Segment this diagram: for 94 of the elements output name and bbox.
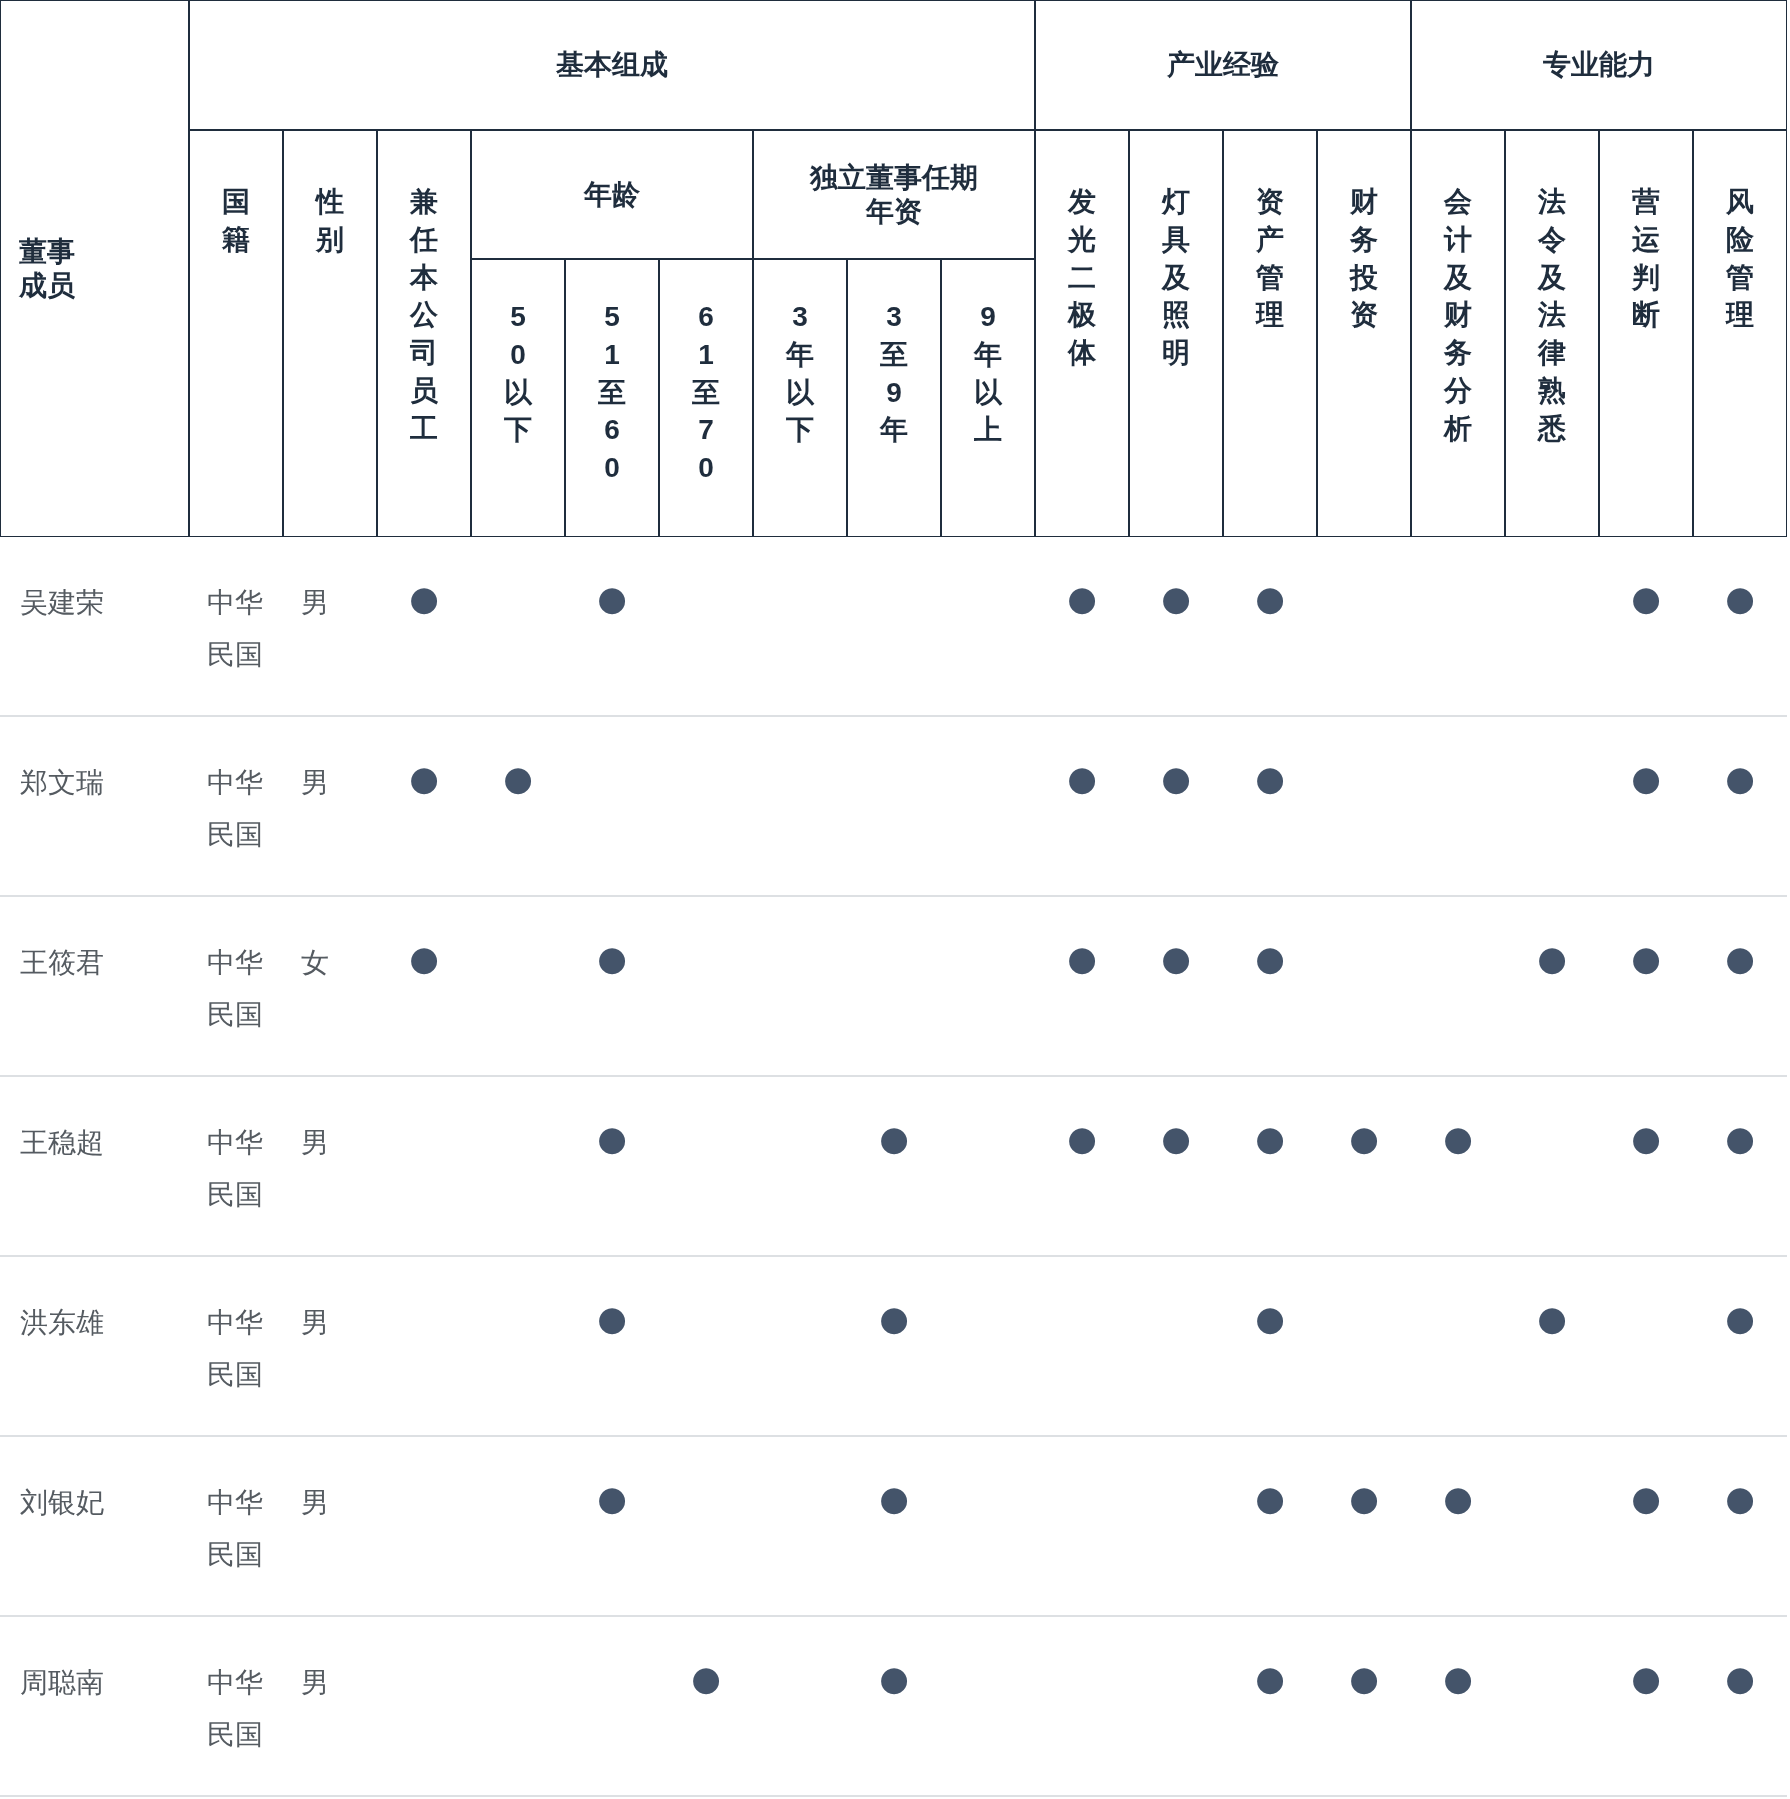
filled-dot: ● (1725, 1121, 1755, 1155)
filled-dot: ● (879, 1301, 909, 1335)
filled-dot: ● (1443, 1661, 1473, 1695)
column-header: 年龄 (584, 177, 640, 212)
filled-dot: ● (1161, 761, 1191, 795)
table-cell-text: 男 (301, 1306, 330, 1340)
column-header: 资产管理 (1256, 185, 1284, 333)
member-name: 王稳超 (20, 1126, 105, 1160)
column-header: 国籍 (222, 185, 250, 257)
member-name: 王筱君 (20, 946, 105, 980)
table-cell-text: 中华民国 (207, 1486, 264, 1572)
filled-dot: ● (1255, 1301, 1285, 1335)
column-header: 发光二极体 (1068, 185, 1096, 371)
filled-dot: ● (1067, 941, 1097, 975)
filled-dot: ● (597, 1301, 627, 1335)
table-cell-text: 男 (301, 586, 330, 620)
filled-dot: ● (1725, 1301, 1755, 1335)
filled-dot: ● (597, 941, 627, 975)
filled-dot: ● (1631, 1661, 1661, 1695)
filled-dot: ● (1349, 1121, 1379, 1155)
column-header: 性别 (316, 185, 344, 257)
column-header: 61至70 (692, 300, 720, 486)
member-name: 郑文瑞 (20, 766, 105, 800)
filled-dot: ● (1349, 1661, 1379, 1695)
filled-dot: ● (1631, 761, 1661, 795)
member-name: 洪东雄 (20, 1306, 105, 1340)
filled-dot: ● (1255, 761, 1285, 795)
filled-dot: ● (1067, 761, 1097, 795)
table-cell-text: 男 (301, 1126, 330, 1160)
filled-dot: ● (879, 1121, 909, 1155)
filled-dot: ● (1255, 581, 1285, 615)
filled-dot: ● (1725, 761, 1755, 795)
filled-dot: ● (1631, 941, 1661, 975)
column-header: 3年以下 (786, 300, 814, 448)
filled-dot: ● (1161, 581, 1191, 615)
column-header: 兼任本公司员工 (410, 185, 438, 446)
column-header: 会计及财务分析 (1444, 185, 1472, 446)
filled-dot: ● (1725, 1661, 1755, 1695)
filled-dot: ● (1725, 1481, 1755, 1515)
table-cell-text: 中华民国 (207, 1126, 264, 1212)
filled-dot: ● (1631, 1121, 1661, 1155)
column-header: 风险管理 (1726, 185, 1754, 333)
table-cell-text: 中华民国 (207, 586, 264, 672)
filled-dot: ● (691, 1661, 721, 1695)
filled-dot: ● (503, 761, 533, 795)
column-header: 独立董事任期年资 (810, 160, 978, 229)
filled-dot: ● (1443, 1121, 1473, 1155)
column-header: 9年以上 (974, 300, 1002, 448)
column-header: 灯具及照明 (1162, 185, 1190, 371)
table-cell-text: 中华民国 (207, 766, 264, 852)
filled-dot: ● (879, 1661, 909, 1695)
filled-dot: ● (597, 1481, 627, 1515)
filled-dot: ● (1161, 941, 1191, 975)
filled-dot: ● (597, 1121, 627, 1155)
table-cell-text: 中华民国 (207, 1666, 264, 1752)
table-cell-text: 中华民国 (207, 1306, 264, 1392)
column-header: 专业能力 (1543, 48, 1655, 82)
filled-dot: ● (409, 581, 439, 615)
filled-dot: ● (409, 761, 439, 795)
column-header: 基本组成 (556, 48, 668, 82)
filled-dot: ● (1725, 941, 1755, 975)
column-header: 营运判断 (1632, 185, 1660, 333)
table-cell-text: 女 (301, 946, 330, 980)
column-header: 50以下 (504, 300, 532, 448)
filled-dot: ● (1725, 581, 1755, 615)
table-cell-text: 男 (301, 1486, 330, 1520)
filled-dot: ● (597, 581, 627, 615)
filled-dot: ● (1255, 1661, 1285, 1695)
table-cell-text: 男 (301, 1666, 330, 1700)
filled-dot: ● (1537, 1301, 1567, 1335)
member-name: 吴建荣 (20, 586, 105, 620)
filled-dot: ● (1631, 581, 1661, 615)
column-header: 51至60 (598, 300, 626, 486)
filled-dot: ● (879, 1481, 909, 1515)
filled-dot: ● (1255, 941, 1285, 975)
column-header: 董事成员 (19, 234, 76, 303)
column-header: 3至9年 (880, 300, 908, 448)
filled-dot: ● (1443, 1481, 1473, 1515)
filled-dot: ● (1349, 1481, 1379, 1515)
filled-dot: ● (1537, 941, 1567, 975)
table-cell-text: 男 (301, 766, 330, 800)
filled-dot: ● (1631, 1481, 1661, 1515)
table-cell-text: 中华民国 (207, 946, 264, 1032)
filled-dot: ● (1067, 581, 1097, 615)
filled-dot: ● (1255, 1121, 1285, 1155)
member-name: 刘银妃 (20, 1486, 105, 1520)
filled-dot: ● (1255, 1481, 1285, 1515)
filled-dot: ● (1067, 1121, 1097, 1155)
column-header: 法令及法律熟悉 (1538, 185, 1566, 446)
filled-dot: ● (1161, 1121, 1191, 1155)
column-header: 财务投资 (1350, 185, 1378, 333)
member-name: 周聪南 (20, 1666, 105, 1700)
filled-dot: ● (409, 941, 439, 975)
column-header: 产业经验 (1167, 48, 1279, 82)
